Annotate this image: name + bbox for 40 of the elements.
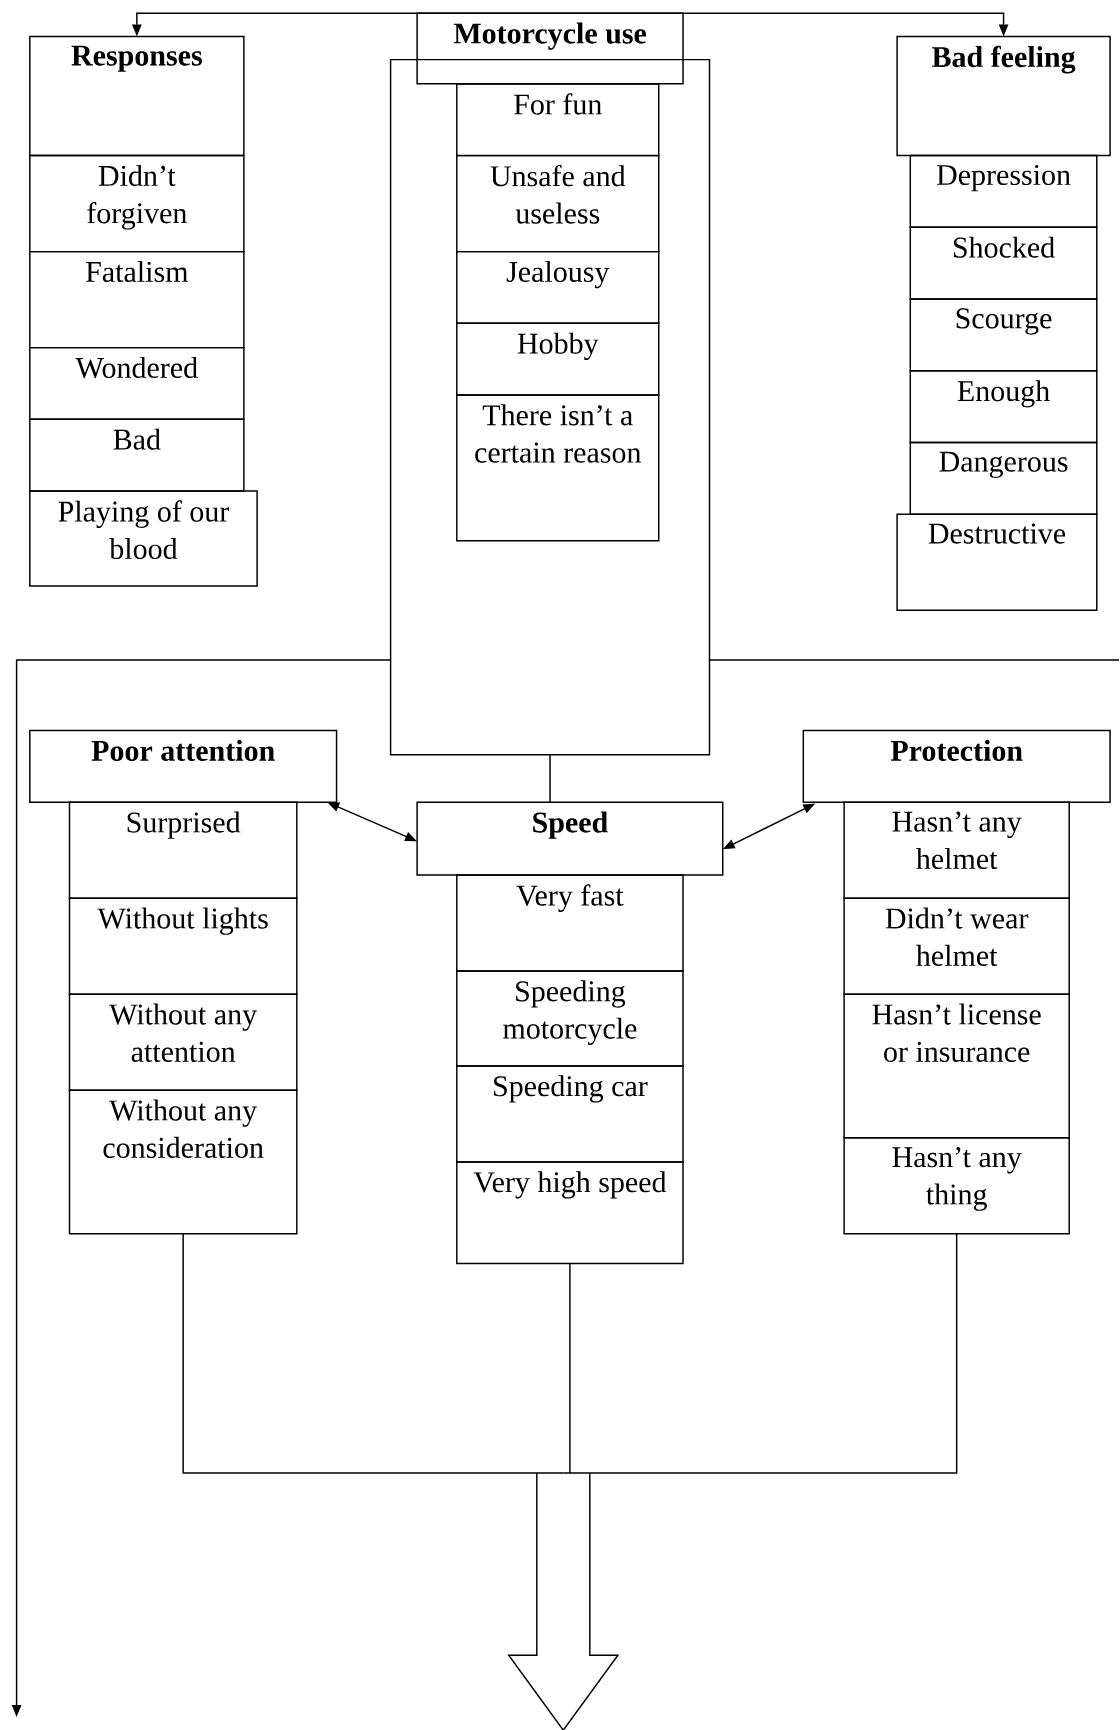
heading-box: Poor attention — [29, 729, 338, 803]
heading-box: Bad feeling — [896, 35, 1111, 157]
item-box: For fun — [456, 83, 660, 157]
item-box: Didn’t forgiven — [29, 154, 245, 253]
item-box: Without lights — [68, 897, 298, 995]
item-box: Destructive — [896, 513, 1098, 611]
heading-box: Motorcycle use — [416, 12, 684, 85]
item-box: Hasn’t any thing — [843, 1136, 1070, 1235]
frame-box — [389, 58, 711, 756]
item-box: Hobby — [456, 322, 660, 396]
item-box: Enough — [909, 370, 1098, 444]
heading-box: Speed — [416, 801, 724, 876]
item-box: Speeding car — [456, 1065, 684, 1163]
connector-line — [708, 659, 1120, 661]
heading-box: Responses — [29, 35, 245, 157]
item-box: Playing of our blood — [29, 490, 258, 587]
item-box: Shocked — [909, 226, 1098, 300]
connector-line — [569, 1262, 571, 1474]
item-box: Very high speed — [456, 1161, 684, 1265]
item-box: Without any attention — [68, 993, 298, 1091]
item-box: Jealousy — [456, 250, 660, 325]
item-box: Hasn’t any helmet — [843, 801, 1070, 899]
item-box: Surprised — [68, 801, 298, 899]
item-box: Unsafe and useless — [456, 154, 660, 253]
connector-line — [562, 1232, 958, 1474]
item-box: Hasn’t license or insurance — [843, 993, 1070, 1139]
item-box: Wondered — [29, 346, 245, 421]
connector-line — [549, 754, 551, 803]
heading-box: Protection — [802, 729, 1111, 803]
item-box: There isn’t a certain reason — [456, 394, 660, 542]
item-box: Speeding motorcycle — [456, 970, 684, 1067]
item-box: Scourge — [909, 298, 1098, 372]
item-box: Didn’t wear helmet — [843, 897, 1070, 995]
item-box: Fatalism — [29, 250, 245, 349]
item-box: Bad — [29, 418, 245, 492]
item-box: Depression — [909, 154, 1098, 229]
item-box: Without any consideration — [68, 1089, 298, 1235]
connector-line — [182, 1232, 565, 1474]
item-box: Very fast — [456, 874, 684, 972]
item-box: Dangerous — [909, 441, 1098, 515]
